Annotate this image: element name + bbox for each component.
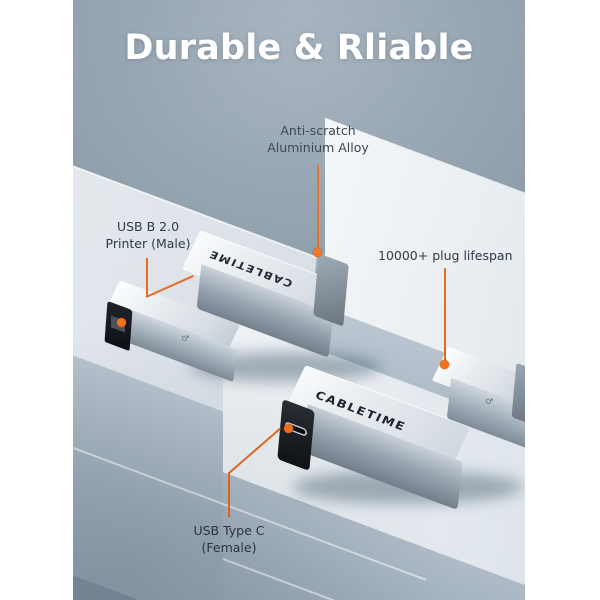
leader-line-lifespan bbox=[444, 268, 446, 363]
usb-c-end-plate bbox=[277, 399, 315, 471]
callout-anti-scratch-label: Anti-scratch Aluminium Alloy bbox=[267, 123, 369, 155]
marker-dot-lifespan bbox=[440, 360, 449, 369]
leader-line-usb-b-vertical bbox=[146, 258, 148, 296]
leader-line-anti-scratch bbox=[317, 165, 319, 251]
photo-canvas: ♂ CABLETIME bbox=[73, 0, 525, 600]
callout-usb-b-label: USB B 2.0 Printer (Male) bbox=[105, 219, 191, 251]
marker-dot-usb-b bbox=[117, 318, 126, 327]
upper-body-end-cap bbox=[313, 253, 349, 327]
marker-dot-usb-c bbox=[284, 424, 293, 433]
callout-usb-c-label: USB Type C (Female) bbox=[193, 523, 265, 555]
marker-dot-anti-scratch bbox=[313, 248, 322, 257]
leader-line-usb-c-vertical bbox=[228, 472, 230, 517]
callout-lifespan-label: 10000+ plug lifespan bbox=[378, 248, 513, 263]
page-title: Durable & Rliable bbox=[124, 28, 474, 68]
